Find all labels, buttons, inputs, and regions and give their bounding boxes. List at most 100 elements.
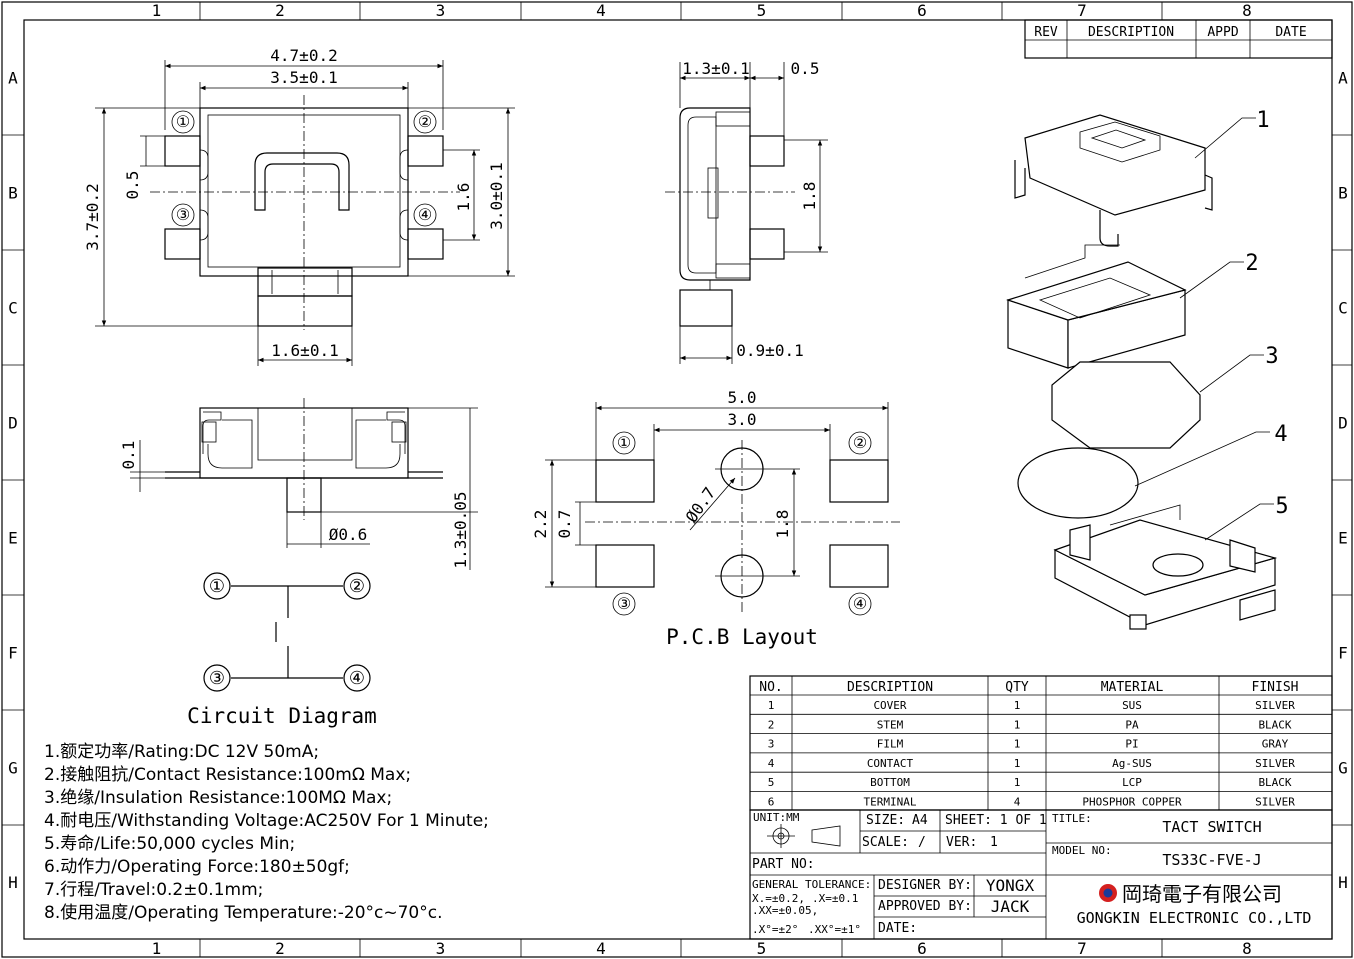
designer-label: DESIGNER BY:	[878, 878, 972, 893]
border-col-7: 7	[1077, 939, 1087, 958]
svg-text:②: ②	[349, 576, 365, 597]
rev-date-header: DATE	[1275, 25, 1306, 40]
bom-cell: LCP	[1122, 776, 1142, 789]
dim-pcb-gap: 0.7	[555, 510, 574, 539]
rev-desc-header: DESCRIPTION	[1088, 25, 1174, 40]
border-row-G: G	[1338, 759, 1348, 778]
bom-cell: TERMINAL	[864, 796, 917, 809]
border-col-6: 6	[917, 1, 927, 20]
bom-cell: GRAY	[1262, 738, 1289, 751]
dim-front-thickness: 0.1	[119, 441, 138, 470]
bom-cell: PI	[1125, 738, 1138, 751]
dim-top-stem-width: 1.6±0.1	[271, 341, 338, 360]
spec-item: 5.寿命/Life:50,000 cycles Min;	[44, 834, 295, 854]
border-row-G: G	[8, 759, 18, 778]
bom-cell: 1	[1014, 699, 1021, 712]
bom-cell: 1	[1014, 776, 1021, 789]
bom-cell: 4	[1014, 796, 1021, 809]
part-callout-1: 1	[1256, 108, 1269, 133]
border-col-3: 3	[436, 939, 446, 958]
ver-value: 1	[990, 835, 998, 850]
dim-pcb-vert: 1.8	[773, 510, 792, 539]
dim-side-bottom: 0.9±0.1	[736, 341, 803, 360]
scale-value: /	[918, 835, 926, 850]
border-row-F: F	[1338, 644, 1348, 663]
border-row-A: A	[8, 69, 18, 88]
rev-header: REV	[1034, 25, 1058, 40]
border-col-4: 4	[596, 939, 606, 958]
bom-header: FINISH	[1252, 680, 1299, 695]
part-no-label: PART NO:	[752, 857, 815, 872]
svg-text:①: ①	[176, 112, 190, 131]
border-col-5: 5	[757, 1, 767, 20]
bom-cell: FILM	[877, 738, 904, 751]
spec-item: 1.额定功率/Rating:DC 12V 50mA;	[44, 742, 319, 762]
border-col-1: 1	[152, 1, 162, 20]
dim-top-width-inner: 3.5±0.1	[270, 68, 337, 87]
approved-value: JACK	[991, 897, 1030, 916]
part-callout-3: 3	[1265, 344, 1278, 369]
svg-text:①: ①	[209, 576, 225, 597]
circuit-pin-1: ①	[203, 572, 231, 600]
border-col-3: 3	[436, 1, 446, 20]
dim-pcb-height: 2.2	[531, 510, 550, 539]
border-col-7: 7	[1077, 1, 1087, 20]
dim-pcb-inner: 3.0	[728, 410, 757, 429]
circuit-diagram-label: Circuit Diagram	[187, 704, 377, 728]
top-pin-4: ④	[413, 203, 437, 227]
border-row-E: E	[1338, 529, 1348, 548]
part-callout-4: 4	[1274, 422, 1287, 447]
bom-cell: COVER	[873, 699, 906, 712]
revision-table: REV DESCRIPTION APPD DATE	[1024, 19, 1333, 59]
circuit-diagram: ① ② ③ ④ Circuit Diagram	[187, 572, 377, 728]
bom-cell: 5	[768, 776, 775, 789]
bom-header: DESCRIPTION	[847, 680, 933, 695]
border-col-2: 2	[275, 939, 285, 958]
pcb-pin-3: ③	[612, 592, 636, 616]
dim-front-height: 1.3±0.05	[451, 491, 470, 568]
border-col-5: 5	[757, 939, 767, 958]
size-value: A4	[912, 813, 928, 828]
svg-text:④: ④	[349, 668, 365, 689]
bom-cell: STEM	[877, 718, 904, 731]
border-row-C: C	[1338, 299, 1348, 318]
bom-cell: SUS	[1122, 699, 1142, 712]
tolerance-2: .X=±0.1	[812, 892, 858, 905]
tolerance-4: .X°=±2°	[752, 923, 798, 936]
border-row-C: C	[8, 299, 18, 318]
top-view: 4.7±0.2 3.5±0.1 3.7±0.2 0.5 1.6 3.0±0.1 …	[83, 46, 515, 366]
company-name-en: GONGKIN ELECTRONIC CO.,LTD	[1077, 909, 1312, 927]
bom-cell: SILVER	[1255, 699, 1295, 712]
spec-item: 8.使用温度/Operating Temperature:-20°c~70°c.	[44, 902, 443, 923]
bom-table	[749, 675, 1333, 811]
size-label: SIZE:	[866, 813, 905, 828]
svg-text:④: ④	[853, 594, 867, 613]
bom-cell: PHOSPHOR COPPER	[1082, 796, 1182, 809]
spec-item: 3.绝缘/Insulation Resistance:100MΩ Max;	[44, 788, 392, 808]
bom-cell: Ag-SUS	[1112, 757, 1152, 770]
circuit-pin-2: ②	[343, 572, 371, 600]
svg-text:③: ③	[176, 205, 190, 224]
spec-item: 2.接触阻抗/Contact Resistance:100mΩ Max;	[44, 765, 411, 785]
bom-cell: 1	[1014, 718, 1021, 731]
part-contact	[1017, 447, 1139, 519]
dim-top-width-outer: 4.7±0.2	[270, 46, 337, 65]
border-col-8: 8	[1242, 1, 1252, 20]
spec-item: 7.行程/Travel:0.2±0.1mm;	[44, 880, 263, 900]
pcb-pin-1: ①	[612, 431, 636, 455]
border-row-H: H	[1338, 873, 1348, 892]
border-col-4: 4	[596, 1, 606, 20]
dim-top-height-total: 3.7±0.2	[83, 183, 102, 250]
top-pin-1: ①	[171, 110, 195, 134]
title-label: TITLE:	[1052, 812, 1092, 825]
pcb-layout: 5.0 3.0 2.2 0.7 Ø0.7 1.8 ① ② ③ ④ P.C.B L…	[531, 388, 900, 649]
bom-cell: 2	[768, 718, 775, 731]
dim-top-center-gap: 1.6	[454, 183, 473, 212]
border-row-B: B	[8, 184, 18, 203]
border-row-D: D	[8, 414, 18, 433]
part-callout-2: 2	[1245, 251, 1258, 276]
pcb-pin-4: ④	[848, 592, 872, 616]
title-value: TACT SWITCH	[1162, 818, 1261, 836]
bom-cell: 1	[1014, 757, 1021, 770]
